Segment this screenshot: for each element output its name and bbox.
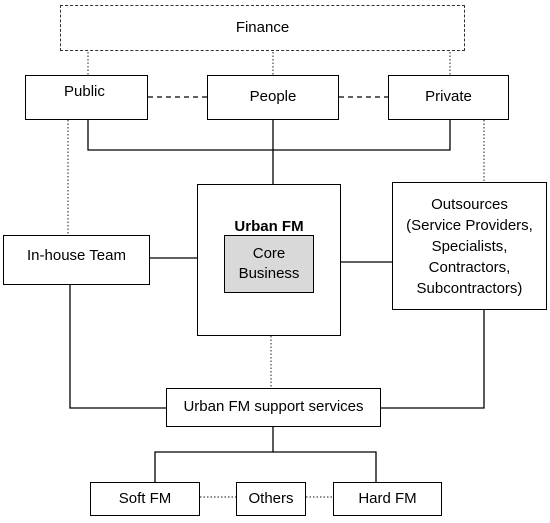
soft-fm-box: Soft FM	[90, 482, 200, 516]
hard-fm-label: Hard FM	[358, 489, 417, 507]
urban-fm-title: Urban FM	[234, 218, 304, 235]
finance-label: Finance	[235, 18, 290, 36]
core-business-box: Core Business	[224, 235, 314, 293]
public-box: Public	[25, 75, 148, 120]
top-bus	[87, 120, 451, 151]
support-services-box: Urban FM support services	[166, 388, 381, 427]
core-label-line1: Core	[252, 244, 286, 262]
outsources-line-2: (Service Providers,	[406, 216, 533, 234]
hard-fm-box: Hard FM	[333, 482, 442, 516]
inhouse-label: In-house Team	[27, 247, 126, 264]
outsources-line-1: Outsources	[431, 195, 508, 213]
public-label: Public	[64, 83, 105, 100]
outsources-support-link	[381, 310, 485, 409]
private-label: Private	[425, 88, 472, 106]
urban-fm-box: Urban FM Core Business	[197, 184, 341, 336]
inhouse-support-link	[69, 285, 166, 409]
outsources-line-4: Contractors,	[428, 258, 511, 276]
people-label: People	[249, 88, 297, 106]
soft-fm-label: Soft FM	[118, 489, 172, 507]
support-services-label: Urban FM support services	[183, 398, 364, 416]
others-box: Others	[236, 482, 306, 516]
inhouse-box: In-house Team	[3, 235, 150, 285]
core-label-line2: Business	[238, 265, 300, 282]
people-box: People	[207, 75, 339, 120]
finance-box: Finance	[60, 5, 465, 51]
outsources-box: Outsources (Service Providers, Specialis…	[392, 182, 547, 310]
outsources-line-5: Subcontractors)	[416, 279, 523, 297]
private-box: Private	[388, 75, 509, 120]
outsources-line-3: Specialists,	[431, 237, 508, 255]
others-label: Others	[248, 489, 294, 507]
bottom-tree	[154, 451, 377, 482]
